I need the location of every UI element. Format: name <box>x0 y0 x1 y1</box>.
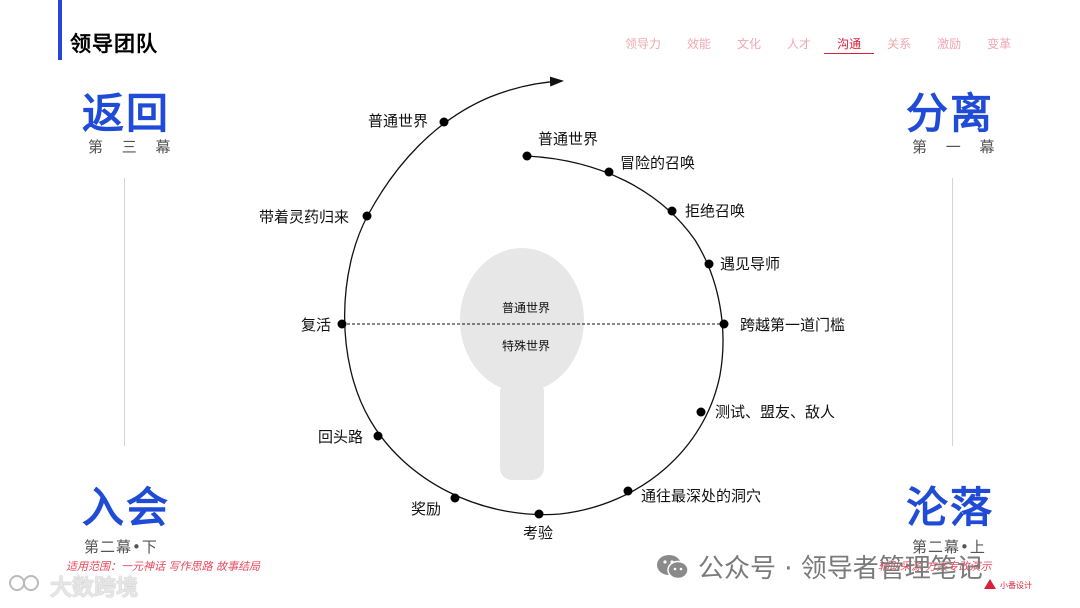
world-label-ordinary: 普通世界 <box>502 301 550 315</box>
node-dot-reward <box>451 494 460 503</box>
node-dot-call <box>605 168 614 177</box>
node-label-start: 普通世界 <box>538 130 598 148</box>
node-label-call: 冒险的召唤 <box>620 154 695 172</box>
node-dot-cave <box>624 487 633 496</box>
node-dot-start <box>523 152 532 161</box>
brand-logo: 小番设计 <box>983 578 1032 592</box>
node-dot-road-back <box>374 432 383 441</box>
wechat-watermark-text: 公众号 · 领导者管理笔记 <box>698 548 983 585</box>
wechat-icon <box>656 553 690 581</box>
world-label-special: 特殊世界 <box>502 338 550 353</box>
background-silhouette <box>460 248 584 480</box>
node-dot-refusal <box>668 207 677 216</box>
node-label-reward: 奖励 <box>411 500 441 518</box>
node-dot-threshold <box>720 320 729 329</box>
node-label-ordinary-return: 普通世界 <box>368 112 428 130</box>
node-dot-elixir <box>363 212 372 221</box>
node-dot-ordeal <box>535 510 544 519</box>
brand-logo-text: 小番设计 <box>1000 580 1032 591</box>
node-label-cave: 通往最深处的洞穴 <box>641 487 761 505</box>
dsky-logo-icon <box>8 572 44 600</box>
node-label-refusal: 拒绝召唤 <box>685 202 745 220</box>
wechat-watermark: 公众号 · 领导者管理笔记 <box>656 548 983 585</box>
node-dot-ordinary-return <box>440 118 449 127</box>
brand-logo-icon <box>983 578 997 592</box>
node-label-road-back: 回头路 <box>318 428 363 446</box>
node-dot-resurrection <box>338 320 347 329</box>
node-label-ordeal: 考验 <box>523 524 553 542</box>
node-label-elixir: 带着灵药归来 <box>259 208 349 226</box>
node-dot-tests <box>697 408 706 417</box>
node-label-tests: 测试、盟友、敌人 <box>715 403 835 421</box>
node-label-threshold: 跨越第一道门槛 <box>740 316 845 334</box>
node-label-mentor: 遇见导师 <box>720 255 780 273</box>
node-dot-mentor <box>705 260 714 269</box>
dsky-watermark-text: 大数跨境 <box>50 570 138 602</box>
node-label-resurrection: 复活 <box>301 316 331 334</box>
dsky-watermark: 大数跨境 <box>8 570 138 602</box>
